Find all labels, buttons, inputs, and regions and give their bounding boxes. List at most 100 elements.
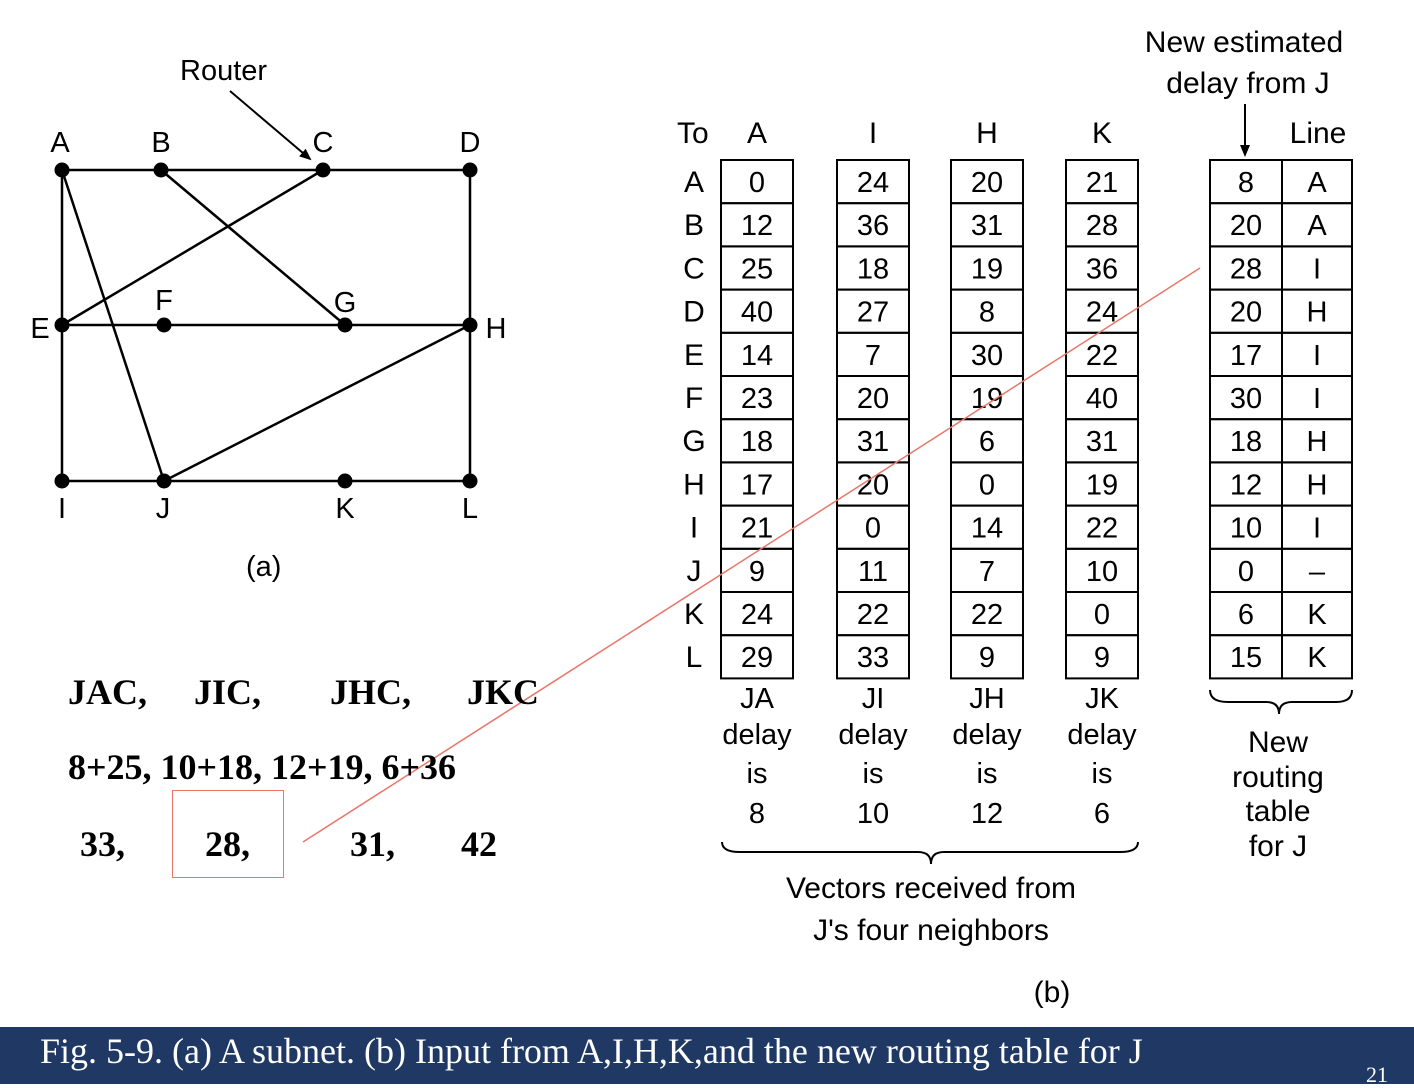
vector-delay-labels: JAdelayis8JIdelayis10JHdelayis12JKdelayi… (722, 683, 1137, 830)
delay-label-K-2: is (1092, 758, 1113, 790)
routing-delay: 8 (1238, 167, 1254, 199)
delay-label-A-0: JA (740, 683, 775, 715)
router-node-L (462, 473, 478, 489)
link-EC (61, 168, 324, 327)
link-JH (163, 323, 471, 483)
vector-value: 9 (749, 556, 765, 588)
vector-value: 10 (1086, 556, 1118, 588)
vectors-caption: (b) (1034, 976, 1071, 1009)
vector-value: 9 (979, 642, 995, 674)
vector-value: 40 (741, 297, 773, 329)
node-label-G: G (334, 287, 357, 319)
node-label-I: I (58, 493, 66, 525)
vector-value: 18 (741, 426, 773, 458)
row-label-K: K (684, 598, 704, 631)
vector-value: 24 (857, 167, 889, 199)
routing-line: K (1307, 642, 1327, 674)
node-label-A: A (50, 127, 70, 159)
vector-value: 20 (857, 383, 889, 415)
vector-value: 0 (1094, 599, 1110, 631)
vector-value: 20 (857, 469, 889, 501)
delay-label-K-3: 6 (1094, 798, 1110, 830)
row-label-B: B (684, 209, 704, 242)
node-label-H: H (486, 313, 507, 345)
vector-value: 22 (1086, 340, 1118, 372)
routing-line: A (1307, 210, 1327, 242)
router-label: Router (180, 55, 267, 87)
row-label-A: A (684, 166, 704, 199)
row-label-L: L (686, 641, 703, 674)
routing-brace-label-3: for J (1249, 830, 1307, 863)
vector-value: 36 (1086, 253, 1118, 285)
row-label-D: D (683, 296, 705, 329)
delay-label-A-1: delay (722, 719, 792, 751)
vector-value: 31 (971, 210, 1003, 242)
vector-value: 22 (857, 599, 889, 631)
vector-tables: 0122540142318172192429243618277203120011… (720, 159, 1139, 680)
routing-delay: 12 (1230, 469, 1262, 501)
router-arrow (229, 90, 312, 161)
vector-value: 36 (857, 210, 889, 242)
header-to: To (677, 117, 709, 150)
row-label-C: C (683, 252, 705, 285)
routing-delay: 10 (1230, 513, 1262, 545)
delay-label-A-2: is (747, 758, 768, 790)
highlight-connector (302, 267, 1201, 843)
result-jac: 33, (80, 824, 125, 864)
column-header-K: K (1092, 117, 1112, 150)
row-label-I: I (690, 512, 698, 545)
routing-line: H (1307, 469, 1328, 501)
node-label-B: B (151, 127, 170, 159)
vector-value: 14 (741, 340, 773, 372)
delay-label-I-3: 10 (857, 798, 889, 830)
vector-cell (1065, 634, 1139, 680)
column-header-H: H (976, 117, 998, 150)
vector-value: 28 (1086, 210, 1118, 242)
node-label-K: K (335, 493, 355, 525)
vector-value: 14 (971, 513, 1003, 545)
vector-value: 22 (1086, 513, 1118, 545)
routing-line: I (1313, 513, 1321, 545)
routing-delay: 30 (1230, 383, 1262, 415)
delay-label-H-1: delay (952, 719, 1022, 751)
routing-line: K (1307, 599, 1327, 631)
vector-value: 40 (1086, 383, 1118, 415)
vector-value: 9 (1094, 642, 1110, 674)
node-label-F: F (155, 285, 173, 317)
vector-cell (720, 634, 794, 680)
routing-line: H (1307, 426, 1328, 458)
delay-label-H-0: JH (969, 683, 1004, 715)
router-node-J (156, 473, 172, 489)
vector-value: 33 (857, 642, 889, 674)
routing-line-header: Line (1290, 117, 1347, 150)
router-node-E (54, 317, 70, 333)
result-jic: 28, (205, 824, 250, 864)
vectors-brace-label-2: J's four neighbors (813, 914, 1049, 947)
column-header-I: I (869, 117, 877, 150)
vector-value: 31 (857, 426, 889, 458)
vector-value: 29 (741, 642, 773, 674)
routing-line: – (1309, 556, 1326, 588)
path-jkc: JKC (467, 672, 539, 712)
delay-label-H-2: is (977, 758, 998, 790)
routing-delay: 20 (1230, 210, 1262, 242)
vectors-brace (721, 841, 1139, 865)
routing-delay: 15 (1230, 642, 1262, 674)
vector-value: 0 (749, 167, 765, 199)
routing-line-cell (1281, 634, 1353, 680)
routing-title-1: New estimated (1145, 26, 1343, 59)
routing-brace (1209, 689, 1353, 715)
node-label-C: C (313, 127, 334, 159)
path-jic: JIC, (194, 672, 262, 712)
vector-value: 0 (979, 469, 995, 501)
row-label-H: H (683, 468, 705, 501)
vector-value: 21 (1086, 167, 1118, 199)
router-node-D (462, 162, 478, 178)
path-jhc: JHC, (330, 672, 411, 712)
vector-value: 19 (971, 383, 1003, 415)
